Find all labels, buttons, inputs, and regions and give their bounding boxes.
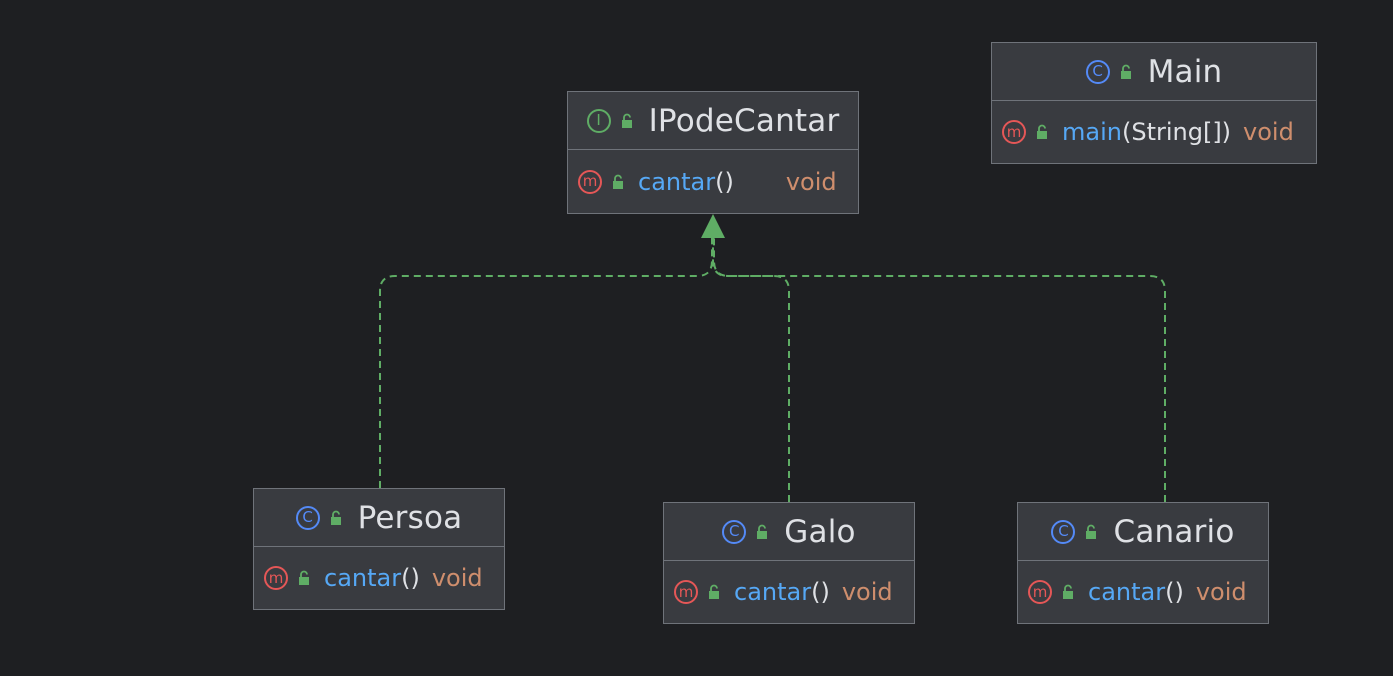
method-row[interactable]: m cantar() void [568, 150, 858, 213]
node-header: I IPodeCantar [568, 92, 858, 150]
return-type: void [785, 167, 837, 196]
method-icon: m [264, 566, 288, 590]
class-canario[interactable]: C Canario m cantar() void [1017, 502, 1269, 624]
public-visibility-icon [709, 584, 719, 599]
method-params: () [1165, 578, 1184, 606]
return-type: void [1243, 118, 1294, 146]
class-icon: C [1051, 519, 1076, 544]
return-type: void [431, 564, 483, 592]
edge-canario-implements-ipodecantar [713, 238, 1166, 502]
method-params: () [715, 167, 734, 196]
edge-galo-implements-ipodecantar [712, 238, 790, 502]
class-icon: C [295, 505, 320, 530]
method-name: cantar [1088, 578, 1166, 606]
method-row[interactable]: m main(String[]) void [992, 101, 1316, 163]
method-name: cantar [638, 167, 716, 196]
node-header: C Canario [1018, 503, 1268, 561]
method-row[interactable]: m cantar() void [254, 547, 504, 609]
node-title: IPodeCantar [648, 102, 840, 139]
node-header: C Galo [664, 503, 914, 561]
node-title: Galo [784, 513, 856, 550]
public-visibility-icon [299, 570, 309, 585]
public-visibility-icon [621, 113, 632, 128]
public-visibility-icon [1037, 124, 1047, 139]
public-visibility-icon [757, 524, 768, 539]
method-icon: m [578, 169, 602, 194]
node-header: C Persoa [254, 489, 504, 547]
interface-ipodecantar[interactable]: I IPodeCantar m cantar() void [567, 91, 859, 214]
node-title: Persoa [357, 499, 463, 536]
node-header: C Main [992, 43, 1316, 101]
method-name: main [1062, 118, 1122, 146]
public-visibility-icon [1086, 524, 1097, 539]
method-icon: m [1028, 580, 1052, 604]
method-name: cantar [734, 578, 812, 606]
method-name: cantar [324, 564, 402, 592]
node-title: Canario [1113, 513, 1235, 550]
class-icon: C [1085, 59, 1110, 84]
public-visibility-icon [1120, 64, 1131, 79]
class-icon: C [722, 519, 747, 544]
class-persoa[interactable]: C Persoa m cantar() void [253, 488, 505, 610]
method-row[interactable]: m cantar() void [664, 561, 914, 623]
method-params: () [811, 578, 830, 606]
method-params: () [401, 564, 420, 592]
method-params: (String[]) [1121, 118, 1232, 146]
class-main[interactable]: C Main m main(String[]) void [991, 42, 1317, 164]
public-visibility-icon [330, 510, 341, 525]
realization-arrowhead [701, 214, 725, 238]
method-icon: m [674, 580, 698, 604]
return-type: void [1195, 578, 1247, 606]
public-visibility-icon [1063, 584, 1073, 599]
public-visibility-icon [613, 174, 623, 189]
method-icon: m [1002, 120, 1026, 144]
edge-persoa-implements-ipodecantar [379, 238, 713, 488]
interface-icon: I [586, 108, 611, 133]
node-title: Main [1147, 53, 1223, 90]
method-row[interactable]: m cantar() void [1018, 561, 1268, 623]
return-type: void [841, 578, 893, 606]
class-galo[interactable]: C Galo m cantar() void [663, 502, 915, 624]
